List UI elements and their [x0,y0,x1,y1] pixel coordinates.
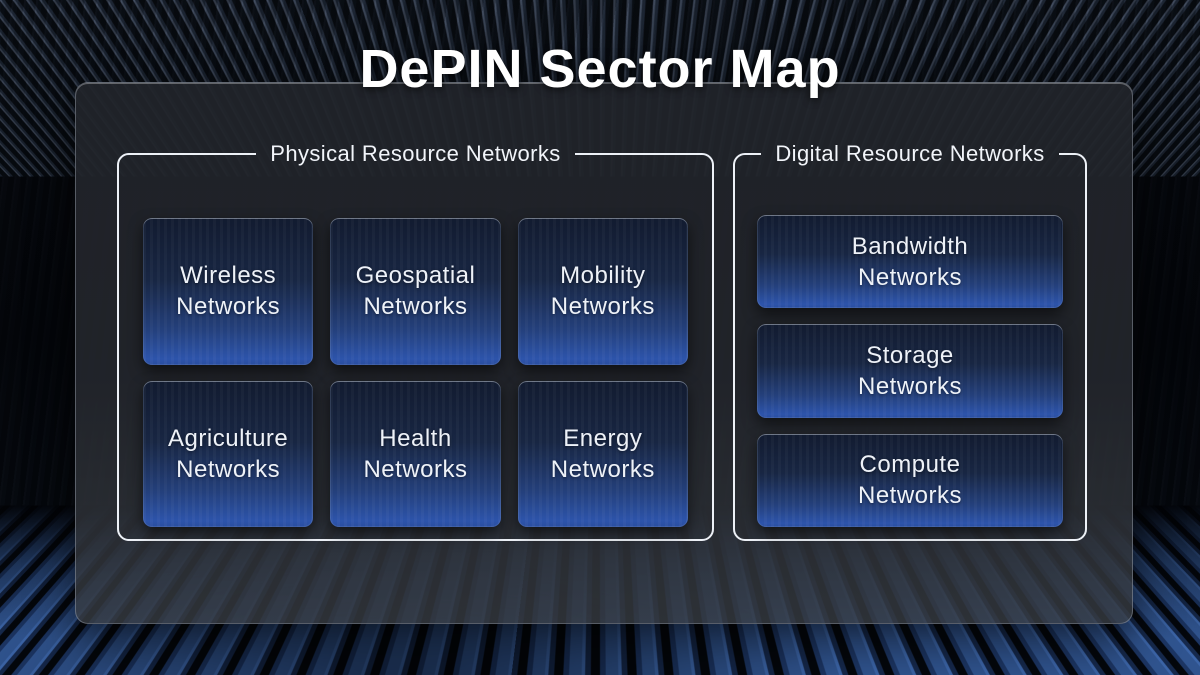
group-physical-label: Physical Resource Networks [270,141,561,166]
group-physical-resource-networks: Physical Resource Networks Wireless Netw… [117,140,714,541]
card-storage-networks[interactable]: Storage Networks [757,324,1063,418]
card-label-line: Networks [857,372,963,400]
card-label-line: Bandwidth [851,232,969,260]
card-label-line: Networks [857,482,963,510]
card-label-line: Networks [857,263,963,291]
card-energy-networks[interactable]: Energy Networks [517,380,688,527]
group-digital-label: Digital Resource Networks [775,141,1045,166]
card-label-line: Mobility [560,262,646,290]
card-label-line: Networks [550,293,655,321]
card-label-line: Networks [176,293,281,321]
card-label-line: Compute [859,451,961,479]
group-digital-resource-networks: Digital Resource Networks Bandwidth Netw… [733,140,1087,541]
card-label-line: Agriculture [168,424,289,452]
card-label-line: Networks [363,293,468,321]
card-label-line: Wireless [180,262,277,290]
card-label-line: Networks [550,455,655,483]
card-mobility-networks[interactable]: Mobility Networks [517,218,688,365]
card-wireless-networks[interactable]: Wireless Networks [143,218,314,365]
card-bandwidth-networks[interactable]: Bandwidth Networks [757,215,1063,309]
card-geospatial-networks[interactable]: Geospatial Networks [330,218,501,365]
card-label-line: Networks [363,455,468,483]
card-label-line: Geospatial [355,262,476,290]
digital-cards-grid: Bandwidth Networks Storage Networks Comp… [757,215,1063,527]
page-title: DePIN Sector Map [359,39,841,99]
card-health-networks[interactable]: Health Networks [330,380,501,527]
card-label-line: Storage [866,341,954,369]
card-agriculture-networks[interactable]: Agriculture Networks [143,380,314,527]
card-label-line: Energy [563,424,643,452]
physical-cards-grid: Wireless Networks Geospatial Networks Mo… [143,218,688,527]
card-compute-networks[interactable]: Compute Networks [757,433,1063,527]
card-label-line: Networks [176,455,281,483]
card-label-line: Health [379,424,452,452]
